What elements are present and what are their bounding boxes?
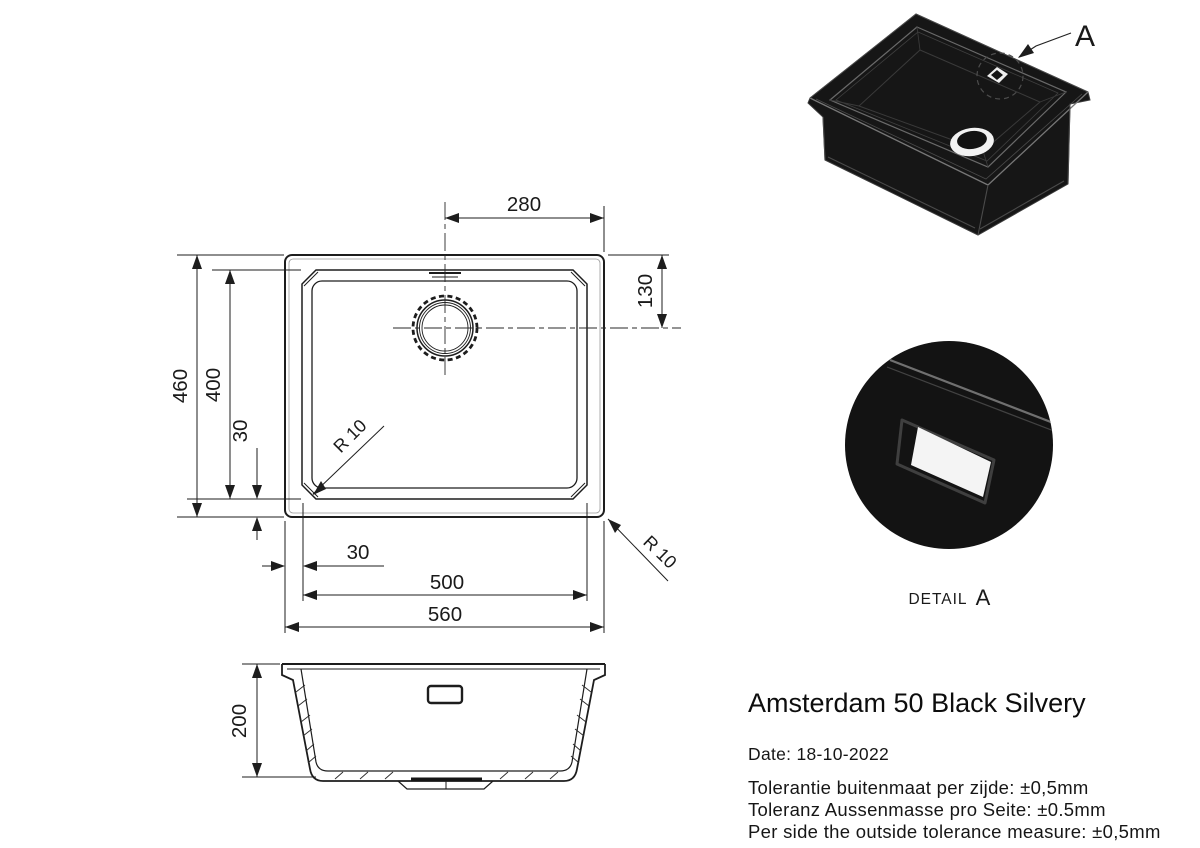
- plan-basin-opening: [301, 269, 588, 500]
- dim-label-left-outer: 460: [169, 369, 192, 403]
- plan-dimensions: 280 130 460: [169, 193, 681, 633]
- tolerance-line-de: Toleranz Aussenmasse pro Seite: ±0.5mm: [748, 798, 1106, 820]
- dim-arrow-up: [252, 664, 262, 678]
- dim-r10-inner: R 10: [312, 415, 385, 495]
- detail-leader: [1018, 32, 1072, 58]
- dim-arrow-right: [590, 213, 604, 223]
- dim-arrow-up: [657, 255, 667, 269]
- tolerance-line-en: Per side the outside tolerance measure: …: [748, 820, 1161, 842]
- detail-slot-bevel: [895, 418, 996, 505]
- dim-200: 200: [228, 663, 316, 778]
- dim-arrow-left: [285, 622, 299, 632]
- dim-label-radius-outer: R 10: [639, 532, 680, 573]
- dim-label-top-width: 280: [507, 193, 541, 216]
- detail-view: DETAIL A: [845, 341, 1053, 610]
- iso-basin-corner-edges: [829, 26, 1067, 168]
- dim-label-bottom-outer: 560: [428, 603, 462, 626]
- section-view: 200: [228, 663, 606, 790]
- dim-30-bottom: 30: [262, 541, 384, 571]
- leader-arrow: [608, 519, 621, 533]
- dim-arrow-down: [252, 485, 262, 499]
- dim-460: 460: [169, 254, 284, 518]
- dim-arrow-left: [303, 590, 317, 600]
- plan-view: [284, 202, 681, 518]
- dim-r10-outer: R 10: [607, 518, 681, 582]
- dim-arrow-down: [657, 314, 667, 328]
- dim-label-radius-inner: R 10: [329, 415, 370, 456]
- section-inner-wall: [300, 668, 588, 772]
- product-name: Amsterdam 50 Black Silvery: [748, 688, 1086, 718]
- plan-corner-chamfer-lines: [303, 271, 586, 498]
- drawing-date: Date: 18-10-2022: [748, 744, 890, 764]
- dim-arrow-left: [303, 561, 317, 571]
- iso-body-edges: [822, 103, 1071, 236]
- iso-rim-edges: [809, 91, 1089, 186]
- dim-label-bottom-rim: 30: [347, 541, 370, 564]
- dim-label-depth: 200: [228, 704, 251, 738]
- dim-arrow-up: [192, 255, 202, 269]
- plan-centerlines: [393, 202, 681, 378]
- dim-arrow-up: [252, 517, 262, 531]
- dim-label-left-rim: 30: [229, 420, 252, 443]
- dim-arrow-up: [225, 270, 235, 284]
- iso-basin-groove: [835, 31, 1059, 162]
- iso-view: A: [807, 13, 1095, 236]
- detail-indicator-circle: [976, 52, 1024, 100]
- section-outline: [281, 664, 606, 782]
- dim-label-bottom-inner: 500: [430, 571, 464, 594]
- detail-circle-content: [886, 358, 1053, 505]
- iso-detail-marker-label: A: [1075, 20, 1095, 53]
- dim-280: 280: [445, 193, 605, 252]
- plan-basin-floor-contour: [311, 280, 578, 489]
- dim-arrow-right: [590, 622, 604, 632]
- dim-arrow-right: [271, 561, 285, 571]
- leader-arrow: [313, 481, 326, 495]
- iso-drain: [950, 127, 994, 157]
- plan-outer-rect-inner-hint: [288, 258, 601, 514]
- wall-hatching: [295, 684, 592, 780]
- detail-slot-hole: [911, 427, 991, 497]
- detail-caption-word: DETAIL: [908, 591, 967, 608]
- dim-arrow-left: [445, 213, 459, 223]
- section-drain: [397, 777, 494, 790]
- iso-overflow-slot: [987, 67, 1008, 83]
- detail-caption-letter: A: [976, 585, 991, 610]
- tolerance-line-nl: Tolerantie buitenmaat per zijde: ±0,5mm: [748, 777, 1089, 798]
- dim-560: 560: [284, 521, 605, 633]
- dim-label-right-offset: 130: [634, 274, 657, 308]
- dim-arrow-down: [225, 485, 235, 499]
- dim-label-left-inner: 400: [202, 368, 225, 402]
- dim-30-left: 30: [229, 420, 262, 540]
- dim-arrow-down: [252, 763, 262, 777]
- dim-500: 500: [302, 503, 588, 601]
- dim-130: 130: [608, 254, 669, 328]
- section-overflow-slot: [426, 684, 464, 705]
- leader-arrow: [1018, 44, 1034, 58]
- tolerance-notes: Tolerantie buitenmaat per zijde: ±0,5mm …: [748, 777, 1161, 842]
- dim-arrow-down: [192, 503, 202, 517]
- plan-outer-rect: [284, 254, 605, 518]
- dim-arrow-right: [573, 590, 587, 600]
- dim-400: 400: [187, 269, 301, 500]
